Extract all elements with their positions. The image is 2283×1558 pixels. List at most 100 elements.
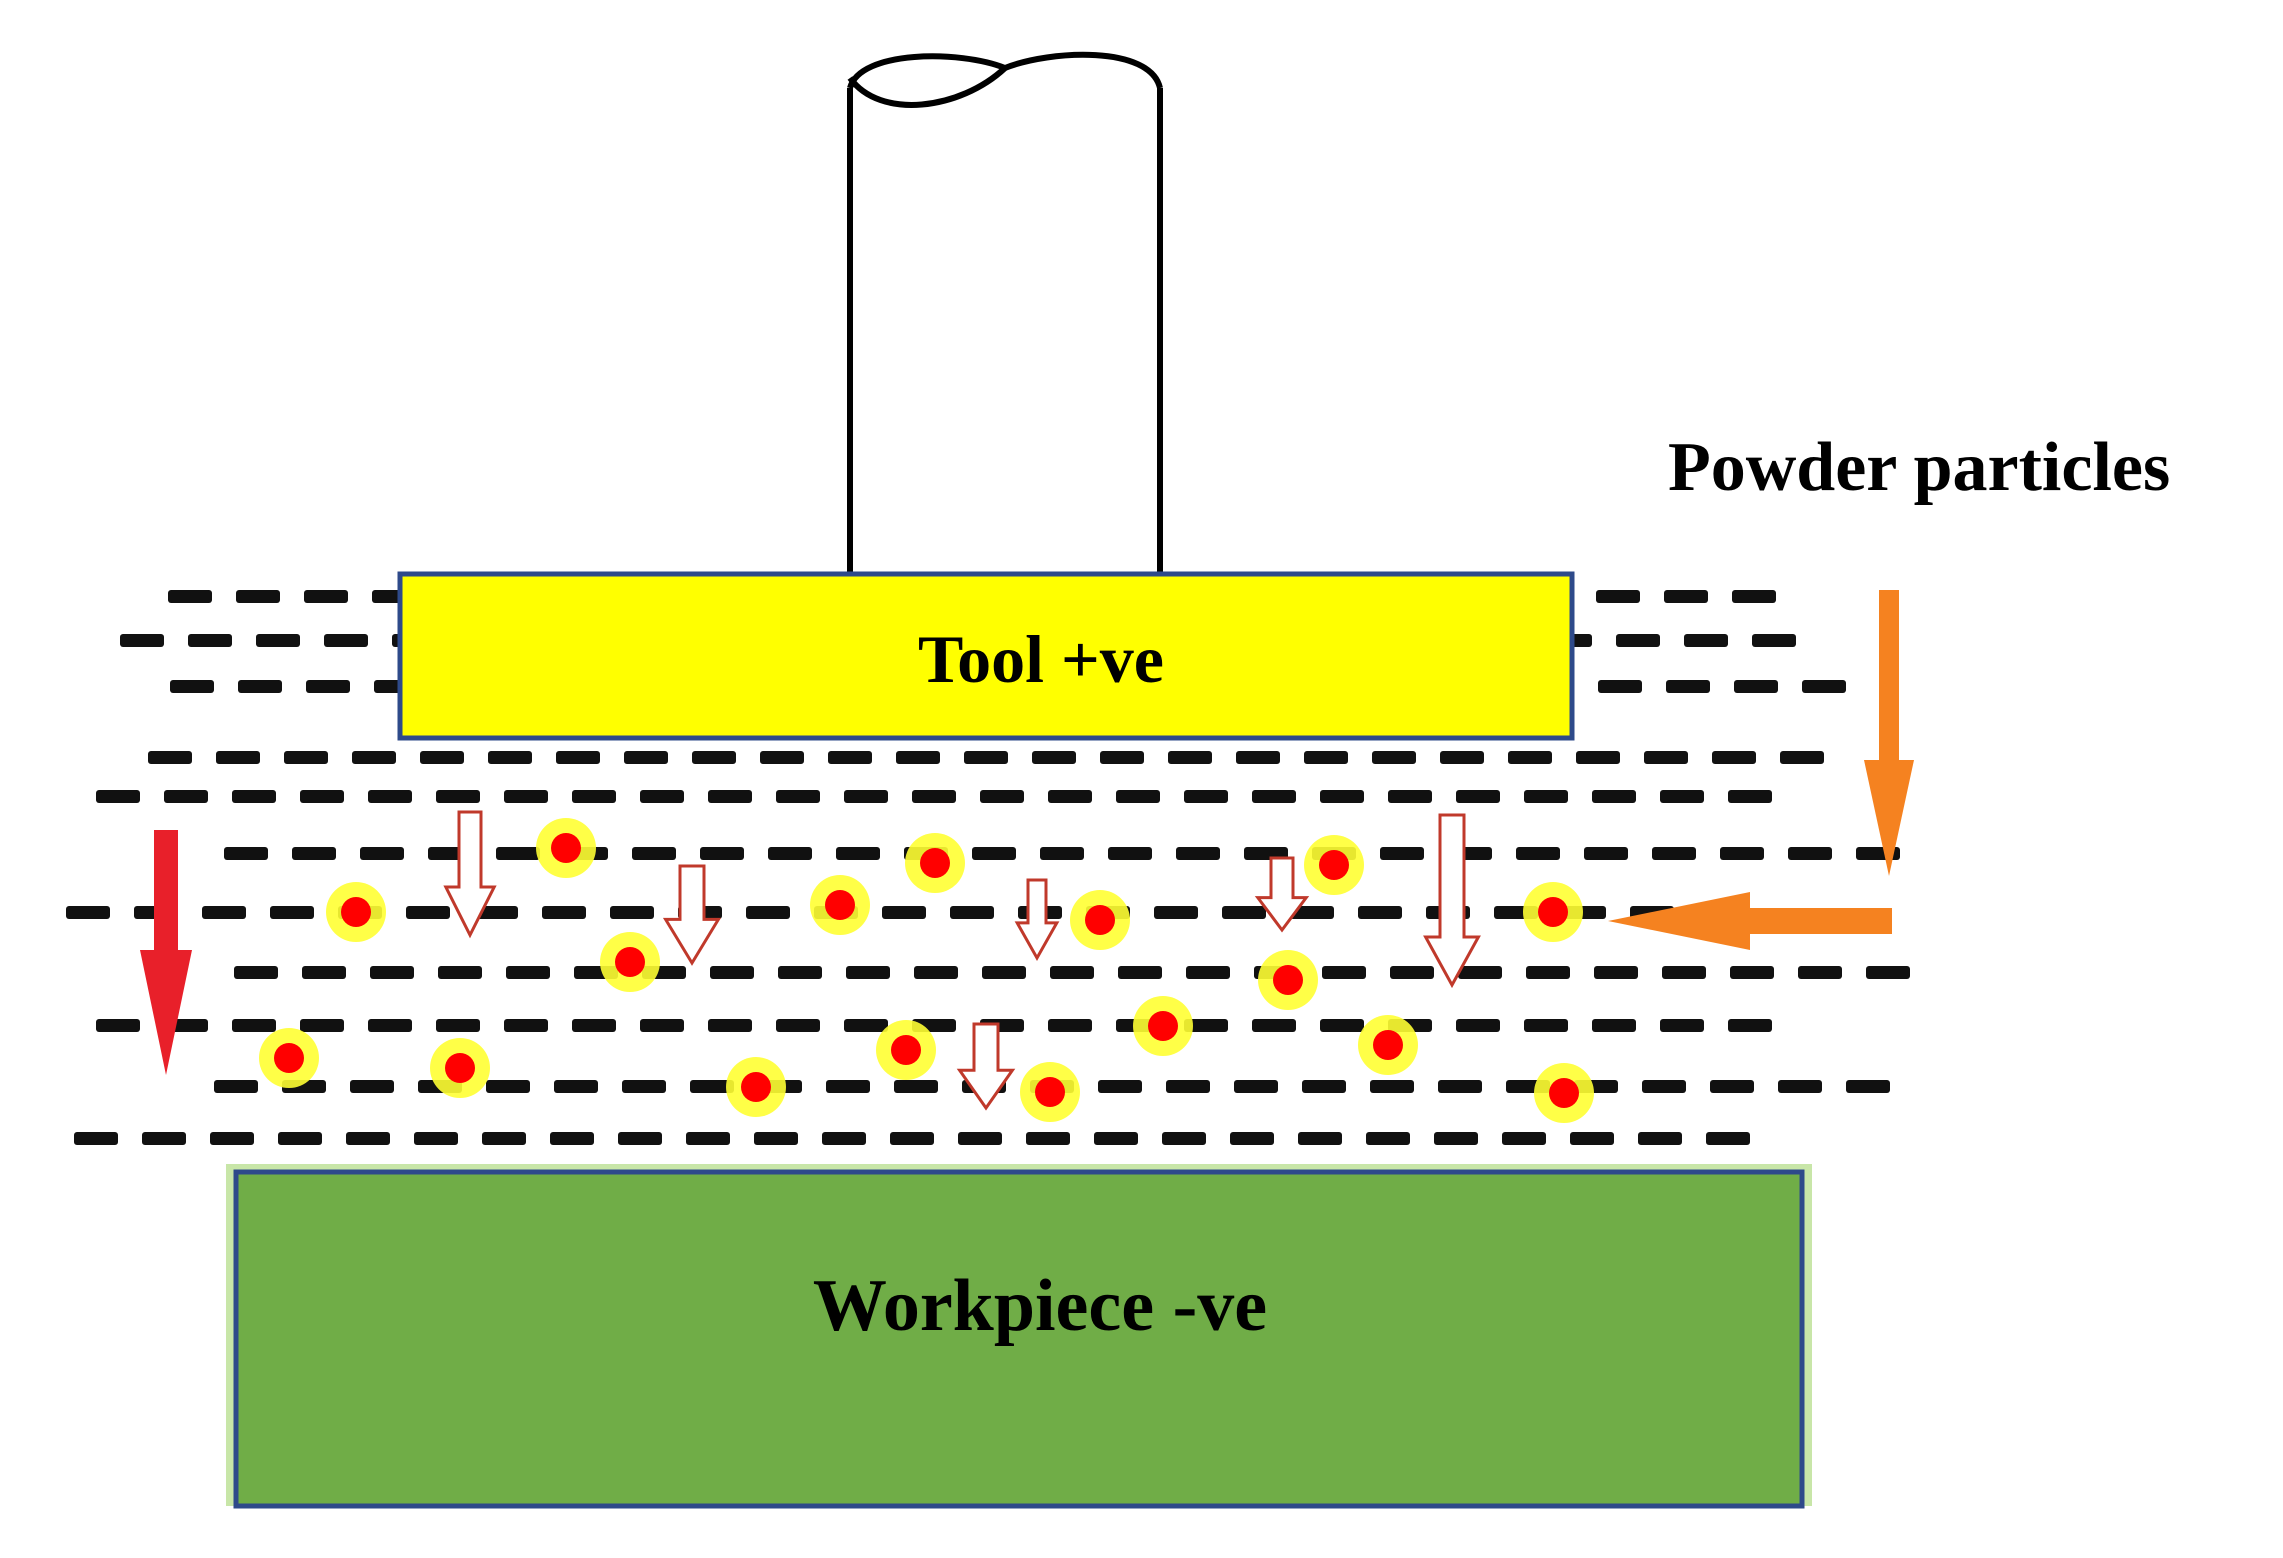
dielectric-dash (1456, 1019, 1500, 1032)
dielectric-dash (120, 634, 164, 647)
dielectric-dash (236, 590, 280, 603)
dielectric-dash (618, 1132, 662, 1145)
dielectric-dash (690, 1080, 734, 1093)
dielectric-dash (1388, 790, 1432, 803)
dielectric-dash (1684, 634, 1728, 647)
dielectric-dash (610, 906, 654, 919)
dielectric-dash (1644, 751, 1688, 764)
dielectric-dash (572, 790, 616, 803)
dielectric-dash (96, 1019, 140, 1032)
dielectric-dash (324, 634, 368, 647)
dielectric-dash (1304, 751, 1348, 764)
dielectric-dash (1108, 847, 1152, 860)
dielectric-dash (1596, 590, 1640, 603)
dielectric-dash (686, 1132, 730, 1145)
dielectric-dash (300, 1019, 344, 1032)
dielectric-dash (1664, 590, 1708, 603)
red-down-arrow (140, 830, 192, 1075)
dielectric-dash (164, 790, 208, 803)
dielectric-dash (980, 790, 1024, 803)
powder-particle-icon (536, 818, 596, 878)
dielectric-dash (1594, 966, 1638, 979)
dielectric-dash (1778, 1080, 1822, 1093)
dielectric-dash (894, 1080, 938, 1093)
dielectric-dash (360, 847, 404, 860)
workpiece: Workpiece -ve (226, 1164, 1812, 1509)
dielectric-dash (278, 1132, 322, 1145)
dielectric-dash (368, 790, 412, 803)
down-arrow-icon (1254, 856, 1310, 933)
dielectric-dash (1728, 1019, 1772, 1032)
dielectric-dash (504, 1019, 548, 1032)
orange-down-arrow (1864, 590, 1914, 876)
dielectric-dash (436, 1019, 480, 1032)
dielectric-dash (224, 847, 268, 860)
dielectric-dash (350, 1080, 394, 1093)
dielectric-dash (754, 1132, 798, 1145)
dielectric-dash (1456, 790, 1500, 803)
dielectric-dash (486, 1080, 530, 1093)
dielectric-dash (202, 906, 246, 919)
dielectric-dash (828, 751, 872, 764)
dielectric-dash (1176, 847, 1220, 860)
dielectric-dash (1666, 680, 1710, 693)
dielectric-dash (542, 906, 586, 919)
powder-particle-icon (259, 1028, 319, 1088)
dielectric-dash (708, 790, 752, 803)
dielectric-dash (74, 1132, 118, 1145)
dielectric-dash (1230, 1132, 1274, 1145)
dielectric-dash (692, 751, 736, 764)
dielectric-dash (1526, 966, 1570, 979)
dielectric-dash (640, 790, 684, 803)
powder-particle-icon (1523, 882, 1583, 942)
dielectric-dash (572, 1019, 616, 1032)
dielectric-dash (958, 1132, 1002, 1145)
dielectric-dash (776, 1019, 820, 1032)
dielectric-dash (896, 751, 940, 764)
dielectric-dash (1652, 847, 1696, 860)
tool-label: Tool +ve (918, 621, 1164, 697)
dielectric-dash (148, 751, 192, 764)
dielectric-dash (1236, 751, 1280, 764)
dielectric-dash (846, 966, 890, 979)
tool-electrode: Tool +ve (397, 571, 1575, 741)
dielectric-dash (1710, 1080, 1754, 1093)
dielectric-dash (1040, 847, 1084, 860)
dielectric-dash (170, 680, 214, 693)
dielectric-dash (1358, 906, 1402, 919)
dielectric-dash (232, 790, 276, 803)
dielectric-dash (1234, 1080, 1278, 1093)
dielectric-dash (972, 847, 1016, 860)
dielectric-dash (1168, 751, 1212, 764)
dielectric-dash (1734, 680, 1778, 693)
powder-particle-icon (905, 833, 965, 893)
dielectric-dash (168, 590, 212, 603)
down-arrow-icon (956, 1022, 1016, 1111)
dielectric-dash (1712, 751, 1756, 764)
dielectric-dash (1252, 1019, 1296, 1032)
dielectric-dash (304, 590, 348, 603)
dielectric-dash (414, 1132, 458, 1145)
dielectric-dash (1706, 1132, 1750, 1145)
dielectric-dash (1184, 790, 1228, 803)
dielectric-dash (556, 751, 600, 764)
dielectric-dash (1098, 1080, 1142, 1093)
dielectric-dash (1502, 1132, 1546, 1145)
discharge-arrows (443, 810, 1481, 1111)
dielectric-dash (550, 1132, 594, 1145)
dielectric-dash (1592, 790, 1636, 803)
dielectric-dash (890, 1132, 934, 1145)
dielectric-dash (982, 966, 1026, 979)
dielectric-dash (950, 906, 994, 919)
dielectric-dash (1390, 966, 1434, 979)
down-arrow-icon (1014, 878, 1060, 962)
dielectric-dash (1798, 966, 1842, 979)
dielectric-dash (912, 790, 956, 803)
workpiece-label: Workpiece -ve (813, 1265, 1267, 1347)
powder-particle-icon (726, 1057, 786, 1117)
dielectric-dash (1184, 1019, 1228, 1032)
powder-particle-icon (600, 932, 660, 992)
dielectric-dash (624, 751, 668, 764)
powder-particles-label: Powder particles (1668, 429, 2170, 506)
